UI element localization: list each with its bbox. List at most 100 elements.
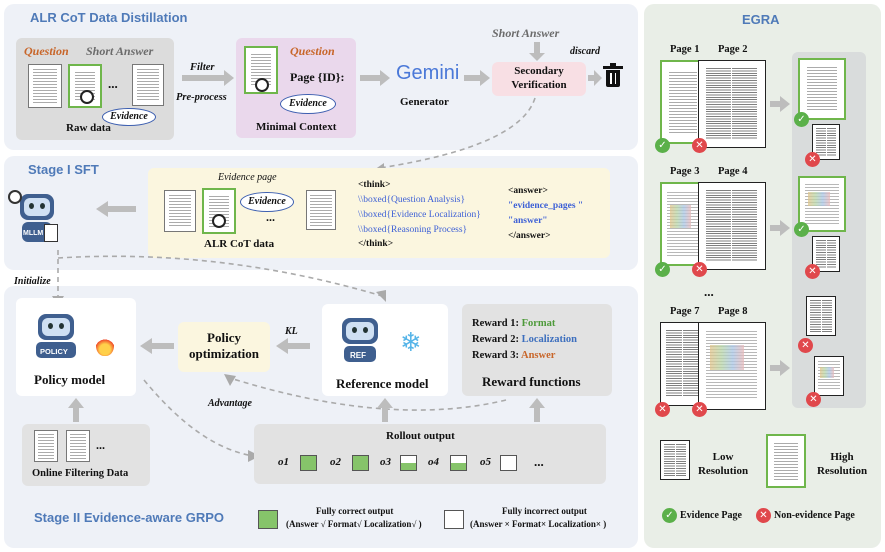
egra-arrow-3 <box>770 365 782 371</box>
egra-arrow-1 <box>770 101 782 107</box>
sft-to-mllm-arrow <box>108 206 136 212</box>
low-resolution-label: Low Resolution <box>697 451 749 477</box>
snowflake-icon: ❄ <box>400 328 422 358</box>
answer-key: "answer" <box>508 216 548 226</box>
raw-data-label: Raw data <box>66 122 111 134</box>
egra-dots: ... <box>704 284 714 299</box>
high-resolution-label: High Resolution <box>816 451 868 477</box>
filter-label: Filter <box>190 62 215 73</box>
page1-label: Page 1 <box>670 44 700 55</box>
mc-magnifier-icon <box>255 78 269 92</box>
question-label: Question <box>24 44 69 58</box>
fully-correct-line1: Fully correct output <box>316 506 394 516</box>
o1-label: o1 <box>278 456 289 468</box>
mc-evidence-bubble: Evidence <box>280 94 336 114</box>
out-page8-cross-icon: ✕ <box>806 392 821 407</box>
low-res-legend-thumb <box>660 440 690 480</box>
o1-square <box>300 455 317 471</box>
page3-label: Page 3 <box>670 166 700 177</box>
non-evidence-page-legend: Non-evidence Page <box>774 510 855 521</box>
mc-to-gemini-arrow <box>360 75 382 81</box>
mllm-robot-icon <box>8 188 62 246</box>
o4-label: o4 <box>428 456 439 468</box>
o5-label: o5 <box>480 456 491 468</box>
sft-doc-3 <box>306 190 336 230</box>
reference-model-box <box>322 304 448 396</box>
reward-functions-label: Reward functions <box>482 374 581 389</box>
initialize-label: Initialize <box>14 276 51 287</box>
fully-incorrect-line1: Fully incorrect output <box>502 506 587 516</box>
preprocess-label: Pre-process <box>176 92 227 103</box>
distillation-title: ALR CoT Data Distillation <box>30 10 188 25</box>
reward1: Reward 1: Format <box>472 318 555 329</box>
o2-fill <box>353 456 368 470</box>
stage1-title: Stage I SFT <box>28 162 99 177</box>
out-page1-hr <box>798 58 846 120</box>
egra-title: EGRA <box>742 12 780 27</box>
page8-thumb <box>698 322 766 410</box>
o3-label: o3 <box>380 456 391 468</box>
legend-evidence-check-icon: ✓ <box>662 508 677 523</box>
sft-doc-1 <box>164 190 196 232</box>
sft-ellipsis: ... <box>266 210 275 224</box>
page2-nonevidence-cross-icon: ✕ <box>692 138 707 153</box>
legend-nonevidence-cross-icon: ✕ <box>756 508 771 523</box>
discard-label: discard <box>570 46 600 57</box>
rollout-output-label: Rollout output <box>386 430 455 442</box>
o5-square <box>500 455 517 471</box>
advantage-label: Advantage <box>208 398 252 409</box>
advantage-dashed-arrow <box>224 374 507 411</box>
out-page2-cross-icon: ✕ <box>805 152 820 167</box>
o4-square <box>450 455 467 471</box>
boxed-question-analysis: \\boxed{Question Analysis} <box>358 195 466 205</box>
distill-to-sft-dashed-arrow <box>374 97 536 174</box>
boxed-evidence-localization: \\boxed{Evidence Localization} <box>358 210 481 220</box>
page7-label: Page 7 <box>670 306 700 317</box>
sft-magnifier-icon <box>212 214 226 228</box>
think-close: </think> <box>358 239 394 249</box>
out-page7-cross-icon: ✕ <box>798 338 813 353</box>
evidence-page-legend: Evidence Page <box>680 510 742 521</box>
magnifier-icon <box>80 90 94 104</box>
online-doc-2 <box>66 430 90 462</box>
reward3: Reward 3: Answer <box>472 350 555 361</box>
page-id-label: Page {ID}: <box>290 70 345 84</box>
out-page8-lr <box>814 356 844 396</box>
o3-fill <box>401 463 416 470</box>
policy-to-rollout-dashed-arrow <box>143 379 260 462</box>
ref-badge: REF <box>350 351 366 360</box>
out-page7-lr <box>806 296 836 336</box>
short-answer-top-label: Short Answer <box>492 26 560 40</box>
egra-arrow-2 <box>770 225 782 231</box>
page4-label: Page 4 <box>718 166 748 177</box>
evidence-pages-key: "evidence_pages " <box>508 201 584 211</box>
page2-thumb <box>698 60 766 148</box>
fully-correct-line2: (Answer √ Format√ Localization√ ) <box>286 519 422 529</box>
reward3-value: Answer <box>521 350 556 361</box>
data-to-policy-arrow <box>73 408 79 422</box>
boxed-reasoning-process: \\boxed{Reasoning Process} <box>358 225 468 235</box>
gemini-to-verif-arrow <box>464 75 482 81</box>
online-filtering-label: Online Filtering Data <box>32 468 129 479</box>
rollout-output-box <box>254 424 606 484</box>
ref-to-opt-arrow <box>288 343 310 349</box>
secondary-verification-box: Secondary Verification <box>492 62 586 96</box>
kl-label: KL <box>285 326 298 337</box>
reward1-label: Reward 1: <box>472 318 522 329</box>
alr-cot-label: ALR CoT data <box>204 238 275 250</box>
rollout-to-reward-arrow <box>534 408 540 422</box>
answer-open: <answer> <box>508 186 548 196</box>
think-open: <think> <box>358 180 391 190</box>
raw-evidence-bubble: Evidence <box>102 108 156 126</box>
filter-arrow-head <box>224 70 234 86</box>
gemini-logo: Gemini <box>396 62 460 84</box>
page2-label: Page 2 <box>718 44 748 55</box>
o3-square <box>400 455 417 471</box>
fully-correct-square <box>258 510 278 529</box>
page8-nonevidence-cross-icon: ✕ <box>692 402 707 417</box>
short-answer-label: Short Answer <box>86 44 154 58</box>
ref-robot-icon <box>338 316 386 366</box>
page8-label: Page 8 <box>718 306 748 317</box>
o4-fill <box>451 463 466 470</box>
evidence-page-label: Evidence page <box>218 172 277 183</box>
